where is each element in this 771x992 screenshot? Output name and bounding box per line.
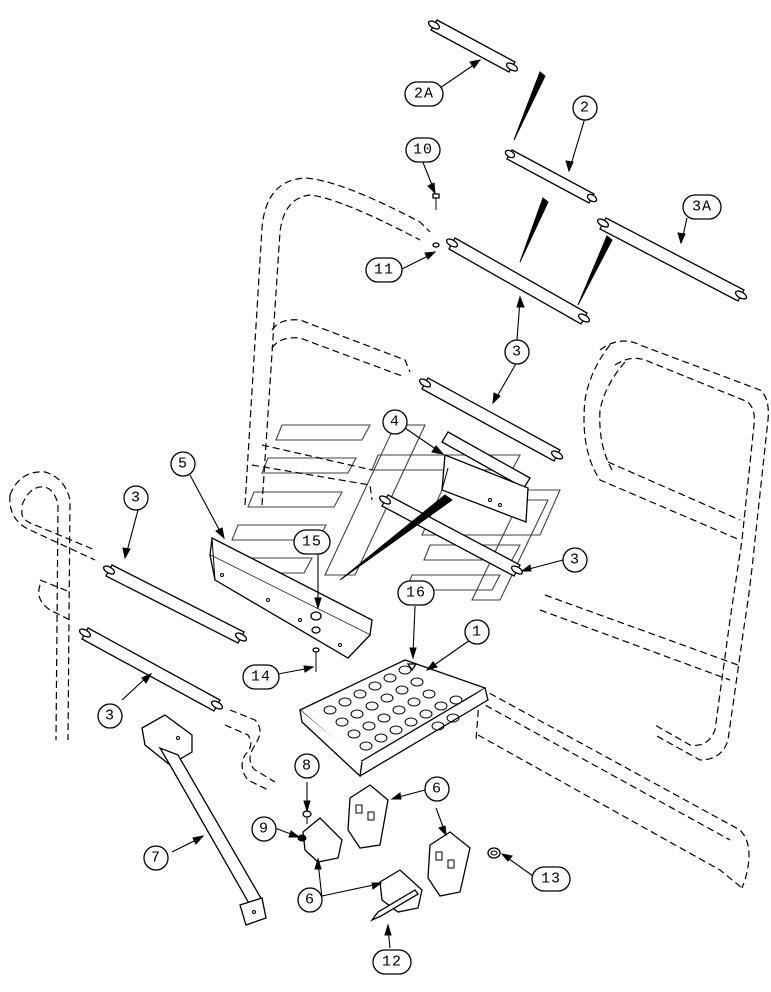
tube-3-top [445,237,591,325]
step-bracket-4 [441,454,529,523]
svg-text:9: 9 [259,821,269,838]
mount-bracket-6b [302,817,343,863]
svg-text:10: 10 [413,142,433,159]
callout-15: 15 [293,529,331,555]
nut-9 [297,834,307,842]
callout-2: 2 [572,95,598,121]
callout-14: 14 [242,664,280,690]
svg-text:3: 3 [105,708,115,725]
callout-2a: 2A [404,81,444,107]
callout-8: 8 [294,753,320,779]
svg-text:2A: 2A [414,86,434,103]
svg-text:7: 7 [151,850,161,867]
frame-right-loop [539,340,769,761]
callout-3-top: 3 [504,339,530,365]
nut-11 [432,242,440,248]
callout-4: 4 [382,409,408,435]
callout-11: 11 [365,257,403,283]
svg-text:12: 12 [382,954,402,971]
tube-3-left-lower [78,627,224,712]
callout-6-upper: 6 [424,776,450,802]
mount-bracket-6d [379,869,423,913]
tube-3-right [378,494,524,577]
svg-text:8: 8 [302,758,312,775]
callout-16: 16 [397,580,435,606]
mount-bracket-6a [347,784,389,849]
svg-text:3: 3 [570,552,580,569]
svg-text:3: 3 [131,490,141,507]
leader-lines [121,59,688,949]
svg-text:2: 2 [580,100,590,117]
tube-2 [504,149,598,204]
nut-13 [487,847,501,859]
callout-13: 13 [531,866,571,892]
direction-arrows [339,71,613,581]
bolt-14 [312,647,320,672]
mount-bracket-6c [427,831,471,897]
svg-text:16: 16 [406,585,426,602]
svg-text:13: 13 [541,871,561,888]
callout-3-left-upper: 3 [123,485,149,511]
callout-1: 1 [464,619,490,645]
tube-3-left-upper [102,564,248,644]
svg-text:4: 4 [390,414,400,431]
callout-10: 10 [405,137,441,163]
nut-15 [310,611,322,634]
tube-3-mid [418,377,564,462]
tube-3a [596,217,748,302]
callout-6-lower: 6 [297,887,323,913]
svg-text:5: 5 [178,456,188,473]
frame-left-loop [244,177,431,506]
svg-text:6: 6 [432,781,442,798]
callout-7: 7 [143,845,169,871]
svg-text:3: 3 [512,344,522,361]
svg-text:15: 15 [302,534,322,551]
svg-text:11: 11 [374,262,394,279]
callout-9: 9 [251,816,277,842]
step-plate-1 [298,659,489,778]
callout-3-left-lower: 3 [97,703,123,729]
callout-5: 5 [170,451,196,477]
callout-12: 12 [372,949,412,975]
bolt-10 [432,193,440,210]
tube-2a [427,19,519,73]
svg-text:3A: 3A [692,199,712,216]
bolt-12 [369,889,419,922]
svg-text:14: 14 [251,669,271,686]
channel-bracket-5 [209,536,373,659]
bolt-8 [302,810,312,824]
bolt-16 [406,663,418,672]
brace-7 [141,714,267,926]
callout-3-right: 3 [562,547,588,573]
svg-text:6: 6 [305,892,315,909]
frame-bottom-right-rail [475,687,750,889]
frame-lower-bent-rail [224,709,276,791]
frame-left-rail [9,471,96,741]
callout-3a: 3A [682,194,722,220]
svg-text:1: 1 [472,624,482,641]
